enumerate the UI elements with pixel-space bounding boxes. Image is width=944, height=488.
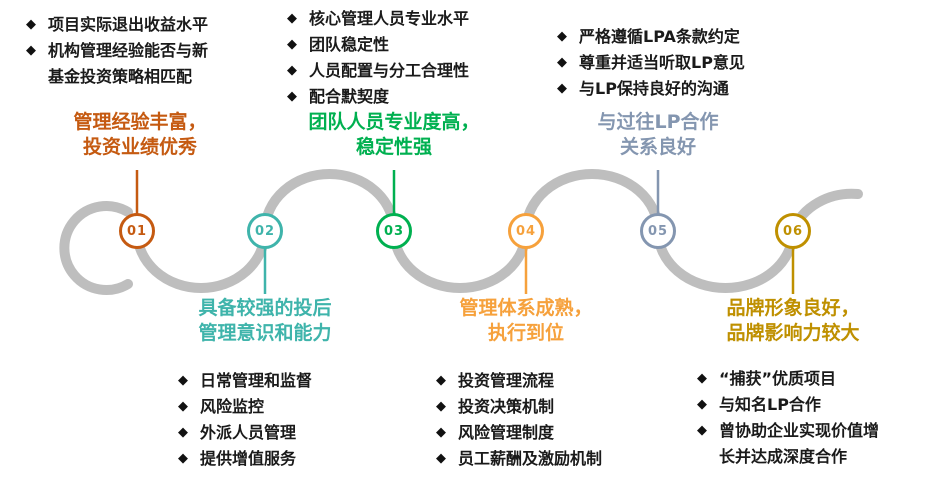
step-circle-4: 04 <box>508 213 544 249</box>
bullet-item: ◆ 项目实际退出收益水平 <box>26 12 212 38</box>
bullet-item: ◆ 员工薪酬及激励机制 <box>436 446 656 472</box>
diamond-bullet-icon: ◆ <box>436 373 446 388</box>
bullet-text: 严格遵循LPA条款约定 <box>579 27 740 46</box>
step-number-3: 03 <box>383 223 405 239</box>
step-number-1: 01 <box>126 223 148 239</box>
bullet-text: 配合默契度 <box>309 87 390 106</box>
ribbon-arcs <box>59 169 863 295</box>
diamond-bullet-icon: ◆ <box>178 373 188 388</box>
diamond-bullet-icon: ◆ <box>697 371 707 386</box>
step-title-6: 品牌形象良好， 品牌影响力较大 <box>726 297 860 344</box>
step-number-2: 02 <box>254 223 276 239</box>
diamond-bullet-icon: ◆ <box>26 43 36 58</box>
diamond-bullet-icon: ◆ <box>436 399 446 414</box>
ribbon-trough-3 <box>653 226 798 293</box>
step-number-6: 06 <box>782 223 804 239</box>
diamond-bullet-icon: ◆ <box>287 63 297 78</box>
bullet-list-step-3: ◆ 核心管理人员专业水平 ◆ 团队稳定性 ◆ 人员配置与分工合理性 ◆ 配合默契… <box>287 6 487 110</box>
step-title-4: 管理体系成熟， 执行到位 <box>459 297 593 344</box>
bullet-item: ◆ 严格遵循LPA条款约定 <box>557 24 777 50</box>
step-circle-5: 05 <box>640 213 676 249</box>
bullet-list-step-1: ◆ 项目实际退出收益水平 ◆ 机构管理经验能否与新基金投资策略相匹配 <box>26 12 212 90</box>
bullet-item: ◆ 提供增值服务 <box>178 446 378 472</box>
bullet-text: 外派人员管理 <box>200 423 297 442</box>
bullet-item: ◆ 风险监控 <box>178 394 378 420</box>
ribbon-crest-1 <box>260 169 399 236</box>
bullet-text: 风险监控 <box>200 397 265 416</box>
bullet-item: ◆ 配合默契度 <box>287 84 487 110</box>
bullet-text: 投资决策机制 <box>458 397 555 416</box>
ribbon-crest-2 <box>521 169 663 236</box>
bullet-item: ◆ 人员配置与分工合理性 <box>287 58 487 84</box>
bullet-text: 曾协助企业实现价值增长并达成深度合作 <box>719 421 880 466</box>
bullet-item: ◆ 团队稳定性 <box>287 32 487 58</box>
diamond-bullet-icon: ◆ <box>557 29 567 44</box>
bullet-list-step-5: ◆ 严格遵循LPA条款约定 ◆ 尊重并适当听取LP意见 ◆ 与LP保持良好的沟通 <box>557 24 777 102</box>
diamond-bullet-icon: ◆ <box>178 451 188 466</box>
bullet-item: ◆ 投资管理流程 <box>436 368 656 394</box>
step-number-4: 04 <box>515 223 537 239</box>
diamond-bullet-icon: ◆ <box>557 55 567 70</box>
step-circle-6: 06 <box>775 213 811 249</box>
bullet-item: ◆ 与LP保持良好的沟通 <box>557 76 777 102</box>
bullet-text: 人员配置与分工合理性 <box>309 61 470 80</box>
bullet-text: 核心管理人员专业水平 <box>309 9 470 28</box>
bullet-item: ◆ 投资决策机制 <box>436 394 656 420</box>
bullet-text: 风险管理制度 <box>458 423 555 442</box>
diamond-bullet-icon: ◆ <box>178 425 188 440</box>
bullet-text: 提供增值服务 <box>200 449 297 468</box>
bullet-text: 机构管理经验能否与新基金投资策略相匹配 <box>48 41 209 86</box>
diamond-bullet-icon: ◆ <box>26 17 36 32</box>
diamond-bullet-icon: ◆ <box>287 89 297 104</box>
step-circle-2: 02 <box>247 213 283 249</box>
diamond-bullet-icon: ◆ <box>178 399 188 414</box>
bullet-item: ◆ 日常管理和监督 <box>178 368 378 394</box>
diamond-bullet-icon: ◆ <box>557 81 567 96</box>
ribbon-left-cap <box>59 201 133 295</box>
diamond-bullet-icon: ◆ <box>697 397 707 412</box>
diamond-bullet-icon: ◆ <box>287 37 297 52</box>
bullet-text: 与知名LP合作 <box>719 395 821 414</box>
step-title-1: 管理经验丰富， 投资业绩优秀 <box>73 111 207 158</box>
bullet-list-step-2: ◆ 日常管理和监督 ◆ 风险监控 ◆ 外派人员管理 ◆ 提供增值服务 <box>178 368 378 472</box>
step-circle-3: 03 <box>376 213 412 249</box>
bullet-text: “捕获”优质项目 <box>719 369 837 388</box>
bullet-text: 尊重并适当听取LP意见 <box>579 53 745 72</box>
bullet-text: 日常管理和监督 <box>200 371 313 390</box>
bullet-item: ◆ 与知名LP合作 <box>697 392 885 418</box>
step-title-5: 与过往LP合作 关系良好 <box>597 111 719 158</box>
bullet-text: 员工薪酬及激励机制 <box>458 449 603 468</box>
bullet-item: ◆ 曾协助企业实现价值增长并达成深度合作 <box>697 418 885 470</box>
bullet-item: ◆ 外派人员管理 <box>178 420 378 446</box>
step-circle-1: 01 <box>119 213 155 249</box>
bullet-text: 项目实际退出收益水平 <box>48 15 209 34</box>
diamond-bullet-icon: ◆ <box>436 451 446 466</box>
diamond-bullet-icon: ◆ <box>436 425 446 440</box>
step-stems <box>135 170 795 294</box>
bullet-text: 投资管理流程 <box>458 371 555 390</box>
step-title-3: 团队人员专业度高， 稳定性强 <box>308 111 480 158</box>
bullet-item: ◆ 尊重并适当听取LP意见 <box>557 50 777 76</box>
ribbon-trough-1 <box>132 226 270 293</box>
bullet-list-step-4: ◆ 投资管理流程 ◆ 投资决策机制 ◆ 风险管理制度 ◆ 员工薪酬及激励机制 <box>436 368 656 472</box>
bullet-list-step-6: ◆ “捕获”优质项目 ◆ 与知名LP合作 ◆ 曾协助企业实现价值增长并达成深度合… <box>697 366 885 470</box>
ribbon-trough-2 <box>389 226 531 293</box>
diamond-bullet-icon: ◆ <box>697 423 707 438</box>
diamond-bullet-icon: ◆ <box>287 11 297 26</box>
bullet-item: ◆ 机构管理经验能否与新基金投资策略相匹配 <box>26 38 212 90</box>
bullet-item: ◆ 核心管理人员专业水平 <box>287 6 487 32</box>
bullet-item: ◆ 风险管理制度 <box>436 420 656 446</box>
bullet-item: ◆ “捕获”优质项目 <box>697 366 885 392</box>
bullet-text: 团队稳定性 <box>309 35 390 54</box>
step-number-5: 05 <box>647 223 669 239</box>
step-title-2: 具备较强的投后 管理意识和能力 <box>198 297 332 344</box>
bullet-text: 与LP保持良好的沟通 <box>579 79 729 98</box>
